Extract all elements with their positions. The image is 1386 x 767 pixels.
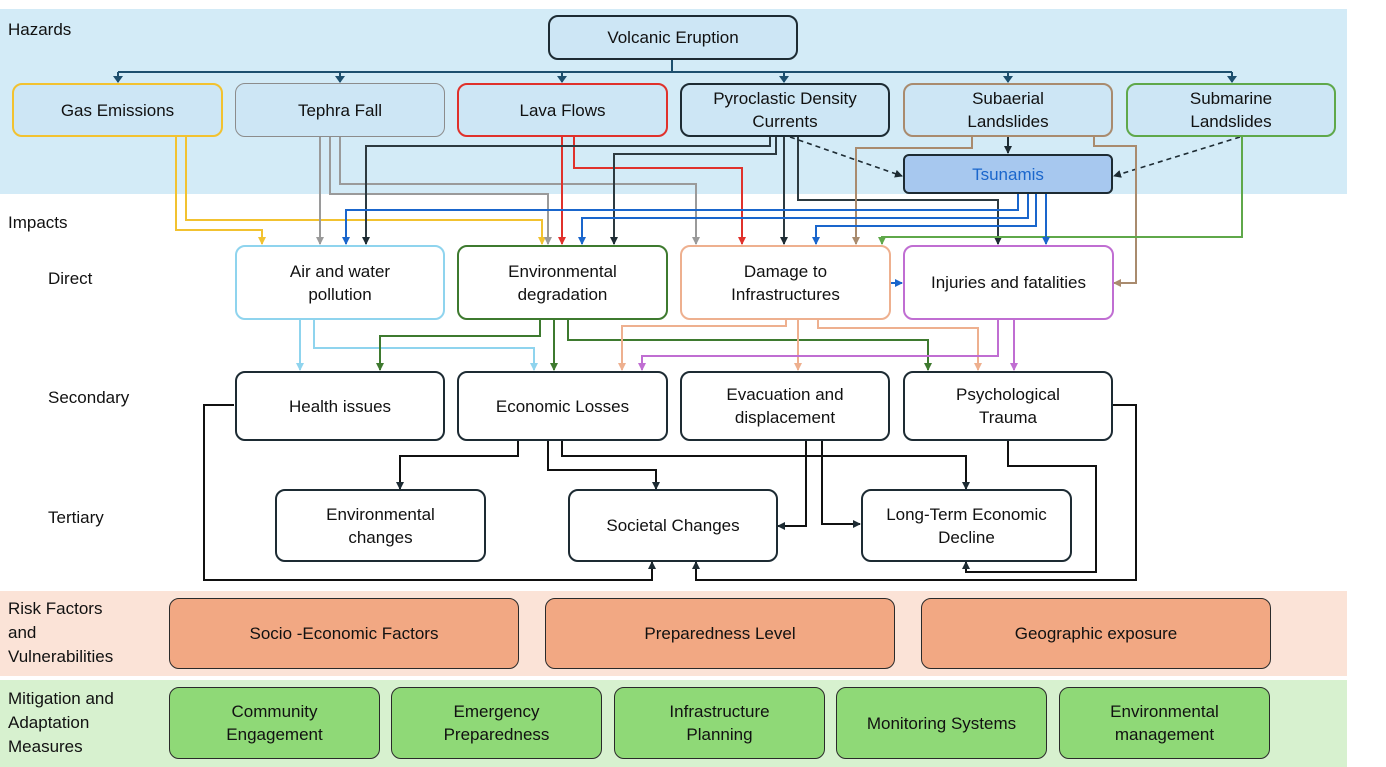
node-environmental-changes: Environmental changes: [275, 489, 486, 562]
node-lava-flows: Lava Flows: [457, 83, 668, 137]
section-label-mitigation: Mitigation and Adaptation Measures: [8, 689, 114, 756]
node-damage-infrastructures: Damage to Infrastructures: [680, 245, 891, 320]
risk-preparedness-level: Preparedness Level: [545, 598, 895, 669]
mitigation-monitoring-systems: Monitoring Systems: [836, 687, 1047, 759]
section-label-tertiary: Tertiary: [48, 508, 104, 527]
node-environmental-degradation: Environmental degradation: [457, 245, 668, 320]
section-label-impacts: Impacts: [8, 213, 68, 232]
node-tephra-fall: Tephra Fall: [235, 83, 445, 137]
node-societal-changes: Societal Changes: [568, 489, 778, 562]
node-air-water-pollution: Air and water pollution: [235, 245, 445, 320]
node-health-issues: Health issues: [235, 371, 445, 441]
mitigation-environmental-management: Environmental management: [1059, 687, 1270, 759]
node-evacuation-displacement: Evacuation and displacement: [680, 371, 890, 441]
mitigation-infrastructure-planning: Infrastructure Planning: [614, 687, 825, 759]
risk-socio-economic-factors: Socio -Economic Factors: [169, 598, 519, 669]
node-long-term-economic-decline: Long-Term Economic Decline: [861, 489, 1072, 562]
node-volcanic-eruption: Volcanic Eruption: [548, 15, 798, 60]
node-tsunamis: Tsunamis: [903, 154, 1113, 194]
section-label-risk-factors: Risk Factors and Vulnerabilities: [8, 599, 114, 666]
node-gas-emissions: Gas Emissions: [12, 83, 223, 137]
section-label-direct: Direct: [48, 269, 93, 288]
node-economic-losses: Economic Losses: [457, 371, 668, 441]
risk-geographic-exposure: Geographic exposure: [921, 598, 1271, 669]
node-submarine-landslides: Submarine Landslides: [1126, 83, 1336, 137]
node-pyroclastic-density-currents: Pyroclastic Density Currents: [680, 83, 890, 137]
mitigation-emergency-preparedness: Emergency Preparedness: [391, 687, 602, 759]
section-label-hazards: Hazards: [8, 20, 72, 39]
node-injuries-fatalities: Injuries and fatalities: [903, 245, 1114, 320]
mitigation-community-engagement: Community Engagement: [169, 687, 380, 759]
node-psychological-trauma: Psychological Trauma: [903, 371, 1113, 441]
section-label-secondary: Secondary: [48, 388, 130, 407]
node-subaerial-landslides: Subaerial Landslides: [903, 83, 1113, 137]
